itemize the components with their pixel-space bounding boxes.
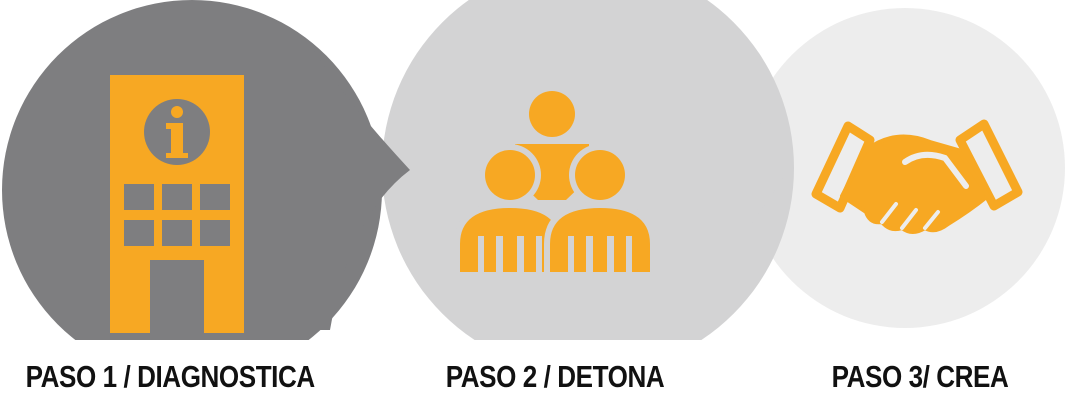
step-2-label: PASO 2 / DETONA <box>445 359 665 394</box>
step-3-label: PASO 3/ CREA <box>831 359 1009 394</box>
handshake-icon <box>811 119 1023 234</box>
info-board-icon <box>110 75 244 335</box>
process-diagram <box>2 0 1065 340</box>
people-group-icon <box>454 91 656 272</box>
step-1-label: PASO 1 / DIAGNOSTICA <box>25 359 316 394</box>
